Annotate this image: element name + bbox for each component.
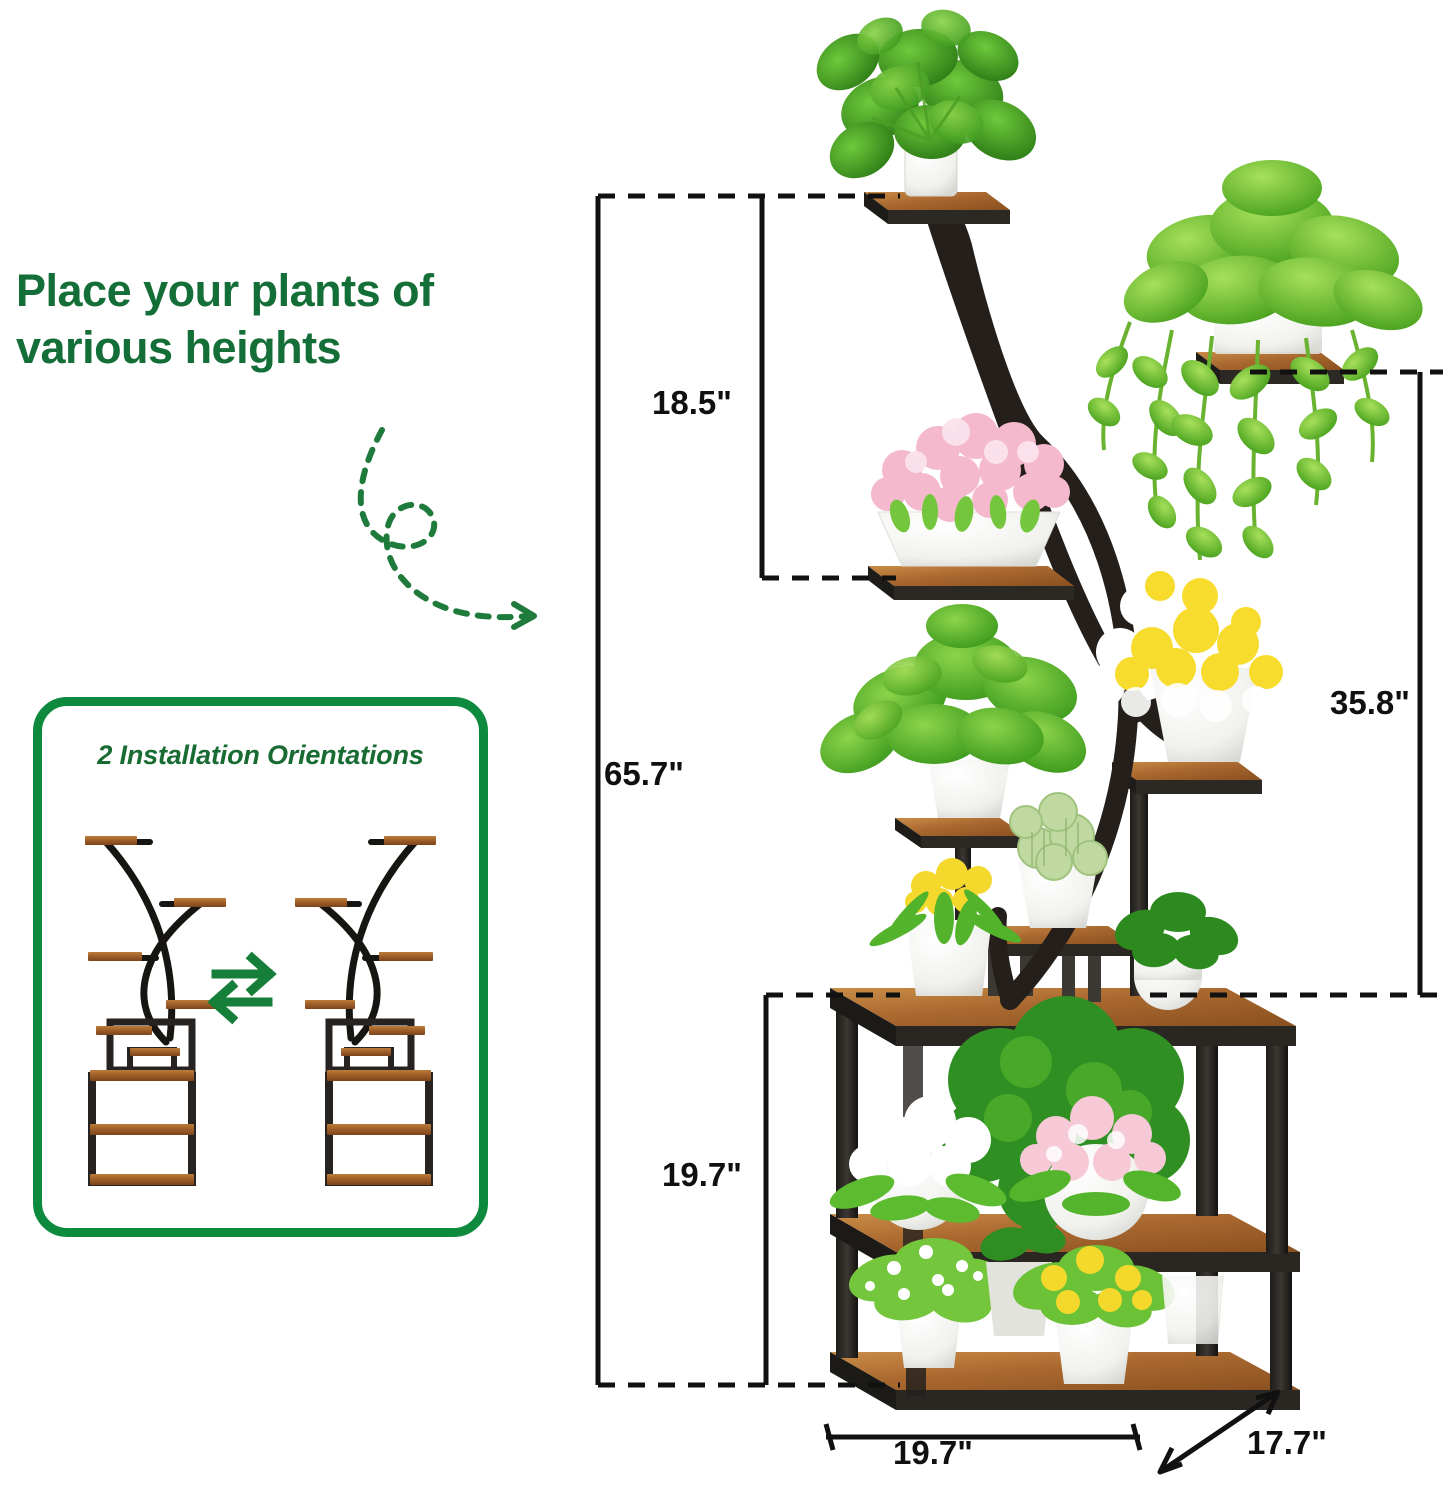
tick-left <box>823 1423 836 1451</box>
page-title: Place your plants of various heights <box>16 262 536 376</box>
plant-small-green <box>1115 892 1239 1010</box>
post <box>1130 778 1148 996</box>
leg <box>836 1010 858 1218</box>
shelf-bottom <box>830 1352 1300 1410</box>
pot-back-right-bottom <box>1162 1276 1224 1344</box>
shelf-pink-flowers <box>868 566 1074 600</box>
plant-white-hydrangea <box>829 1096 1007 1230</box>
plant-hanging-vine <box>1087 160 1423 561</box>
plant-yellow-orchid <box>869 858 1022 996</box>
curved-rod <box>920 188 1192 750</box>
post <box>1020 938 1033 996</box>
curved-rod <box>988 907 1019 1009</box>
plant-cactus <box>1009 792 1108 928</box>
arrowhead-depth-upper <box>1255 1389 1281 1416</box>
shelf-top <box>864 192 1010 224</box>
dimension-label-upper-section: 35.8" <box>1330 684 1410 721</box>
swap-arrows-icon <box>207 951 277 1025</box>
plant-pilea-top <box>816 9 1037 197</box>
leg <box>903 1046 923 1254</box>
shelf-step-cactus <box>980 926 1135 956</box>
leg <box>836 1236 858 1358</box>
leg <box>906 1272 926 1396</box>
orientation-right-variant <box>295 836 436 1186</box>
pot-gray-center <box>980 1222 1066 1336</box>
dimension-label-top-tier: 18.5" <box>652 384 732 421</box>
curved-rod-arm <box>1119 681 1247 725</box>
shelf-middle-low <box>830 1214 1300 1272</box>
orientations-diagram <box>85 836 436 1186</box>
post <box>1088 940 1101 1002</box>
dimension-label-base-depth: 17.7" <box>1247 1424 1327 1461</box>
curved-rod <box>1000 434 1139 1010</box>
headline-line-1: Place your plants of <box>16 265 434 316</box>
post <box>955 826 971 996</box>
plant-yellow-daisies <box>1013 1245 1175 1384</box>
plant-bush-back <box>942 996 1190 1230</box>
dimension-label-base-height: 19.7" <box>662 1156 742 1193</box>
dimension-label-base-width: 19.7" <box>893 1434 973 1471</box>
leg <box>1196 1010 1218 1216</box>
curved-rod <box>928 192 1046 454</box>
post <box>1062 940 1075 1002</box>
shelf-mid-left <box>895 818 1026 848</box>
shelf-mid-right <box>1112 762 1262 794</box>
plant-white-babysbreath <box>848 1238 1015 1368</box>
shelf-base-top <box>830 988 1296 1046</box>
headline-line-2: various heights <box>16 322 342 374</box>
rod-arm <box>944 568 1044 592</box>
curved-dashed-arrow-icon <box>357 427 537 630</box>
leg <box>1266 1046 1288 1254</box>
leg <box>1196 1236 1218 1356</box>
post <box>988 938 1001 996</box>
plant-pink-daisies <box>1009 1096 1181 1240</box>
arrowhead-depth-lower <box>1157 1446 1183 1475</box>
orientation-left-variant <box>85 836 226 1186</box>
leg <box>1270 1268 1292 1390</box>
dimension-label-total-height: 65.7" <box>604 755 684 792</box>
installation-orientations-panel: 2 Installation Orientations <box>33 697 488 1237</box>
plant-yellow-white-bouquet <box>1083 571 1316 762</box>
plant-pink-tulips <box>871 413 1070 567</box>
orientations-title: 2 Installation Orientations <box>97 740 424 770</box>
tick-right <box>1130 1423 1143 1451</box>
plant-monstera <box>820 604 1087 818</box>
shelf-hanging-plant <box>1196 352 1344 384</box>
